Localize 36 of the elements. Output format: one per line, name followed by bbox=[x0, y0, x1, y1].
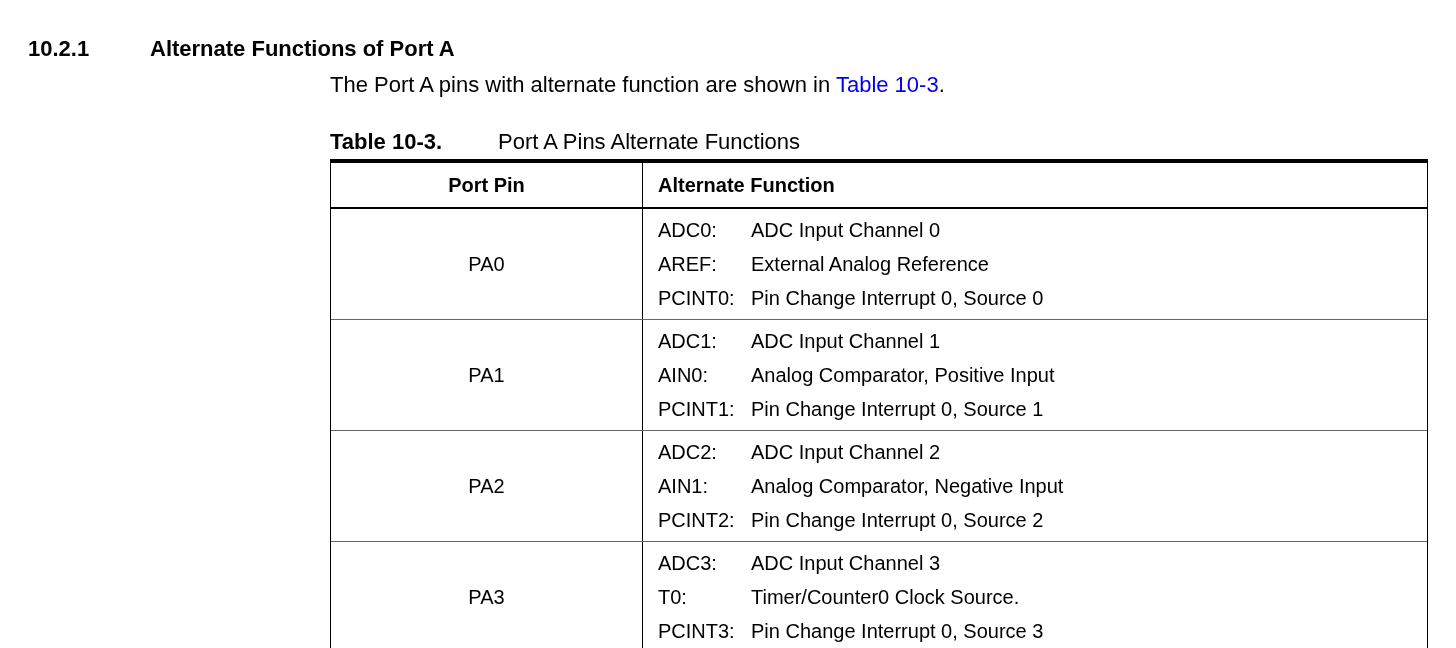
function-description: ADC Input Channel 1 bbox=[751, 329, 940, 354]
intro-sentence: The Port A pins with alternate function are shown in Table 10-3. bbox=[330, 71, 945, 99]
function-description: Analog Comparator, Negative Input bbox=[751, 474, 1064, 499]
function-code: ADC0: bbox=[658, 218, 718, 243]
table-caption: Port A Pins Alternate Functions bbox=[498, 128, 801, 156]
function-description: Pin Change Interrupt 0, Source 3 bbox=[751, 619, 1044, 644]
pin-name: PA2 bbox=[468, 474, 505, 499]
function-code: ADC2: bbox=[658, 440, 718, 465]
function-code: AIN0: bbox=[658, 363, 710, 388]
section-number: 10.2.1 bbox=[28, 35, 91, 63]
table-number: Table 10-3. bbox=[330, 128, 444, 156]
function-code: PCINT3: bbox=[658, 619, 736, 644]
column-header: Alternate Function bbox=[658, 173, 835, 198]
function-code: ADC3: bbox=[658, 551, 718, 576]
function-description: Pin Change Interrupt 0, Source 2 bbox=[751, 508, 1044, 533]
function-code: ADC1: bbox=[658, 329, 718, 354]
function-code: PCINT0: bbox=[658, 286, 736, 311]
function-description: Pin Change Interrupt 0, Source 0 bbox=[751, 286, 1044, 311]
pin-name: PA1 bbox=[468, 363, 505, 388]
pin-name: PA0 bbox=[468, 252, 505, 277]
function-code: AIN1: bbox=[658, 474, 710, 499]
function-description: ADC Input Channel 0 bbox=[751, 218, 940, 243]
function-description: External Analog Reference bbox=[751, 252, 989, 277]
function-code: PCINT2: bbox=[658, 508, 736, 533]
function-description: ADC Input Channel 3 bbox=[751, 551, 940, 576]
function-code: PCINT1: bbox=[658, 397, 736, 422]
function-description: Pin Change Interrupt 0, Source 1 bbox=[751, 397, 1044, 422]
function-code: T0: bbox=[658, 585, 688, 610]
section-heading: Alternate Functions of Port A bbox=[150, 35, 455, 63]
table-link: Table 10-3 bbox=[835, 72, 939, 97]
function-description: Timer/Counter0 Clock Source. bbox=[751, 585, 1020, 610]
function-description: ADC Input Channel 2 bbox=[751, 440, 940, 465]
column-header: Port Pin bbox=[448, 173, 525, 198]
function-description: Analog Comparator, Positive Input bbox=[751, 363, 1055, 388]
function-code: AREF: bbox=[658, 252, 718, 277]
pin-name: PA3 bbox=[468, 585, 505, 610]
